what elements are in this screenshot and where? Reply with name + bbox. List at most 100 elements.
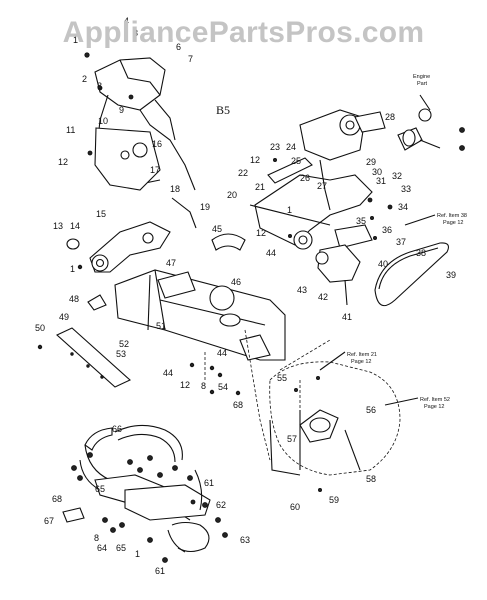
ref-item-38-line1: Ref. Item 38	[437, 213, 467, 219]
part-label-11: 11	[66, 125, 75, 135]
ref-item-38-line2: Page 12	[443, 220, 464, 226]
ref-item-21-line1: Ref. Item 21	[347, 352, 377, 358]
section-label: B5	[216, 103, 230, 117]
hardware	[189, 362, 322, 492]
ref-item-52-line2: Page 12	[424, 404, 445, 410]
part-label-65: 65	[116, 543, 126, 553]
part-label-32: 32	[392, 171, 402, 181]
part-label-65: 65	[95, 484, 105, 494]
part-label-50: 50	[35, 323, 45, 333]
part-label-31: 31	[376, 176, 386, 186]
part-label-51: 51	[156, 321, 166, 331]
linkage-arm	[66, 221, 171, 273]
part-label-53: 53	[116, 349, 126, 359]
part-label-46: 46	[231, 277, 241, 287]
part-label-14: 14	[70, 221, 80, 231]
part-label-34: 34	[398, 202, 408, 212]
impeller-housing	[269, 361, 401, 476]
part-label-37: 37	[396, 237, 406, 247]
part-label-58: 58	[366, 474, 376, 484]
part-label-8: 8	[201, 381, 206, 391]
part-label-63: 63	[240, 535, 250, 545]
part-label-68: 68	[233, 400, 243, 410]
part-label-47: 47	[166, 258, 176, 268]
part-label-2: 2	[82, 74, 87, 84]
skid-shoe	[87, 294, 107, 311]
part-label-16: 16	[152, 139, 162, 149]
chute-assembly	[84, 52, 197, 229]
part-label-57: 57	[287, 434, 297, 444]
part-label-30: 30	[372, 167, 382, 177]
auger-housing-frame	[114, 233, 286, 361]
part-label-23: 23	[270, 142, 280, 152]
part-label-13: 13	[53, 221, 63, 231]
part-label-44: 44	[217, 348, 227, 358]
part-label-28: 28	[385, 112, 395, 122]
engine-part-note-line2: Part	[417, 81, 428, 87]
part-label-12: 12	[58, 157, 68, 167]
drive-assembly	[249, 109, 393, 306]
engine-part-inset	[397, 94, 465, 151]
watermark: AppliancePartsPros.com	[62, 16, 425, 49]
part-label-52: 52	[119, 339, 129, 349]
part-label-62: 62	[216, 500, 226, 510]
part-label-22: 22	[238, 168, 248, 178]
part-label-17: 17	[150, 165, 160, 175]
part-label-19: 19	[200, 202, 210, 212]
part-label-3: 3	[133, 28, 138, 38]
part-label-45: 45	[212, 224, 222, 234]
part-label-66: 66	[112, 424, 122, 434]
part-label-1: 1	[135, 549, 140, 559]
part-label-5: 5	[168, 34, 173, 44]
part-label-59: 59	[329, 495, 339, 505]
part-label-68: 68	[52, 494, 62, 504]
part-label-40: 40	[378, 259, 388, 269]
part-label-29: 29	[366, 157, 376, 167]
part-label-15: 15	[96, 209, 106, 219]
drive-belt	[374, 242, 449, 307]
part-label-43: 43	[297, 285, 307, 295]
part-label-67: 67	[44, 516, 54, 526]
part-label-27: 27	[317, 181, 327, 191]
part-label-49: 49	[59, 312, 69, 322]
part-label-1: 1	[70, 264, 75, 274]
part-label-9: 9	[119, 105, 124, 115]
part-label-4: 4	[124, 16, 129, 26]
part-label-1: 1	[73, 35, 78, 45]
part-label-26: 26	[300, 173, 310, 183]
part-label-8: 8	[94, 533, 99, 543]
part-label-12: 12	[180, 380, 190, 390]
auger-assembly	[62, 424, 228, 563]
part-label-41: 41	[342, 312, 352, 322]
part-label-33: 33	[401, 184, 411, 194]
part-label-18: 18	[170, 184, 180, 194]
part-label-39: 39	[446, 270, 456, 280]
part-label-8: 8	[97, 81, 102, 91]
part-label-6: 6	[176, 42, 181, 52]
part-label-35: 35	[356, 216, 366, 226]
part-label-44: 44	[163, 368, 173, 378]
ref-notes: Engine Part Ref. Item 38 Page 12 Ref. It…	[319, 74, 467, 410]
scraper-bar	[37, 327, 131, 388]
ref-item-21-line2: Page 12	[351, 359, 372, 365]
part-label-20: 20	[227, 190, 237, 200]
part-label-25: 25	[291, 156, 301, 166]
part-label-38: 38	[416, 248, 426, 258]
part-label-56: 56	[366, 405, 376, 415]
engine-part-note-line1: Engine	[413, 74, 430, 80]
part-label-12: 12	[256, 228, 266, 238]
part-label-7: 7	[188, 54, 193, 64]
part-label-12: 12	[250, 155, 260, 165]
part-label-44: 44	[266, 248, 276, 258]
part-label-61: 61	[204, 478, 214, 488]
part-label-36: 36	[382, 225, 392, 235]
part-label-24: 24	[286, 142, 296, 152]
part-label-64: 64	[97, 543, 107, 553]
part-label-61: 61	[155, 566, 165, 576]
part-label-1: 1	[287, 205, 292, 215]
part-label-10: 10	[98, 116, 108, 126]
part-label-42: 42	[318, 292, 328, 302]
part-label-55: 55	[277, 373, 287, 383]
